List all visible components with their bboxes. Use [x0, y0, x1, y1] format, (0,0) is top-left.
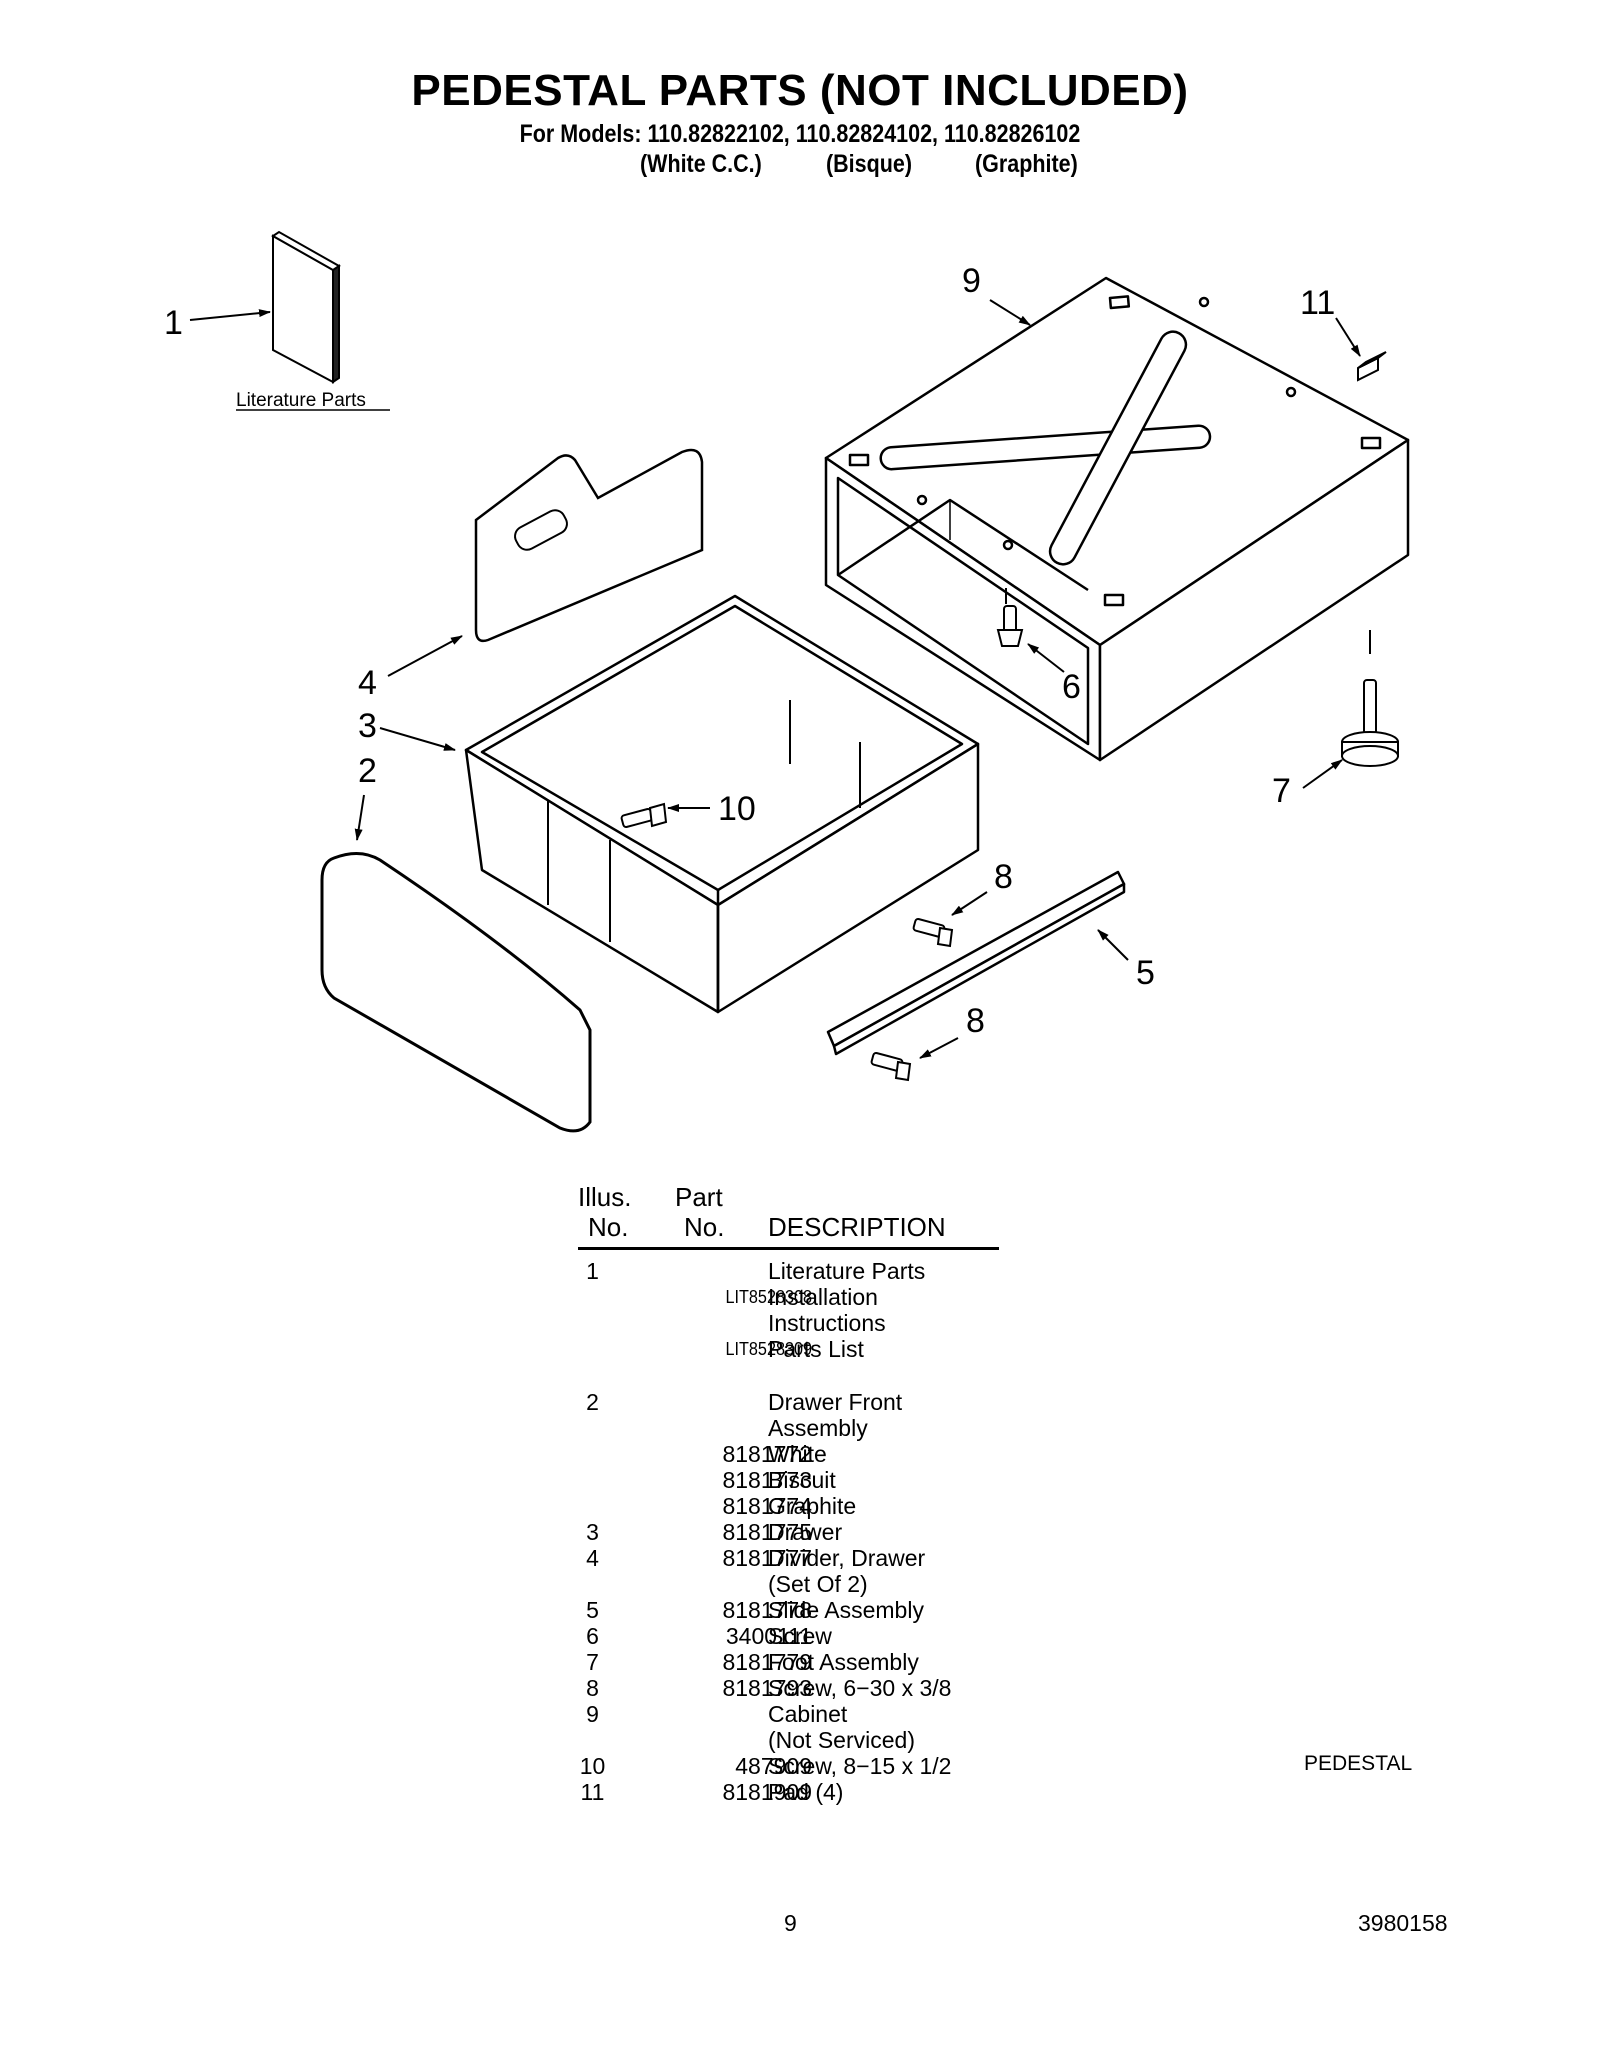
callout-9: 9 [962, 262, 981, 300]
part-description: Instructions [768, 1310, 886, 1336]
part-description: Slide Assembly [768, 1597, 924, 1623]
callout-7: 7 [1272, 772, 1291, 810]
drawer [464, 594, 980, 1014]
callout-8-lower: 8 [966, 1002, 985, 1040]
callout-leaders [189, 299, 1371, 1059]
callout-3: 3 [358, 707, 377, 745]
header-description: DESCRIPTION [768, 1212, 946, 1242]
header-part-1: Part [675, 1182, 723, 1212]
part-number: 8181775 [722, 1519, 812, 1545]
illus-number: 4 [586, 1545, 599, 1571]
part-number: LIT8528309 [725, 1339, 812, 1359]
part-number: 487909 [735, 1753, 812, 1779]
callout-11: 11 [1300, 284, 1335, 322]
illus-number: 6 [586, 1623, 599, 1649]
part-number: 3400111 [725, 1623, 812, 1649]
table-header-rule [578, 1247, 999, 1250]
header-illus-1: Illus. [578, 1182, 632, 1212]
screw-8-upper [912, 917, 954, 948]
part-description: Divider, Drawer [768, 1545, 926, 1571]
part-description: Cabinet [768, 1701, 848, 1727]
callout-4: 4 [358, 664, 377, 702]
exploded-parts-diagram: Literature Parts [164, 230, 1410, 1133]
part-number: 8181909 [722, 1779, 812, 1805]
pad [1357, 351, 1387, 382]
literature-parts-label: Literature Parts [236, 390, 366, 411]
illus-number: 5 [586, 1597, 599, 1623]
illus-number: 7 [586, 1649, 599, 1675]
part-number: 8181779 [722, 1649, 812, 1675]
header-illus-2: No. [588, 1212, 629, 1242]
page-title: PEDESTAL PARTS (NOT INCLUDED) [411, 66, 1189, 115]
callout-10: 10 [718, 790, 756, 828]
model-color-bisque: (Bisque) [826, 150, 912, 178]
screw-8-lower [870, 1051, 912, 1082]
part-description: Screw, 6−30 x 3/8 [768, 1675, 952, 1701]
part-description: (Not Serviced) [768, 1727, 915, 1753]
part-description: Pad (4) [768, 1779, 844, 1805]
part-number: 8181777 [722, 1545, 812, 1571]
part-number: 8181772 [722, 1441, 812, 1467]
illus-number: 11 [580, 1779, 605, 1805]
part-number: LIT8528308 [725, 1287, 812, 1307]
part-number: 8181774 [722, 1493, 812, 1519]
part-description: Drawer [768, 1519, 843, 1545]
model-color-white: (White C.C.) [640, 150, 762, 178]
illus-number: 10 [579, 1753, 606, 1779]
foot-assembly [1341, 679, 1399, 767]
callout-5: 5 [1136, 954, 1155, 992]
part-description: Assembly [768, 1415, 868, 1441]
part-description: Drawer Front [768, 1389, 903, 1415]
part-description: Screw [768, 1623, 832, 1649]
slide-assembly [826, 870, 1126, 1056]
illus-number: 8 [586, 1675, 599, 1701]
drawer-front [320, 852, 592, 1133]
illus-number: 2 [586, 1389, 599, 1415]
illus-number: 9 [586, 1701, 599, 1727]
part-description: Screw, 8−15 x 1/2 [768, 1753, 952, 1779]
screw-10 [620, 802, 668, 829]
illus-number: 1 [586, 1258, 599, 1284]
part-description: Installation [768, 1284, 878, 1310]
document-number: 3980158 [1358, 1910, 1448, 1936]
header-part-2: No. [684, 1212, 725, 1242]
drawer-divider [474, 448, 704, 643]
part-number: 8181773 [722, 1467, 812, 1493]
part-description: Foot Assembly [768, 1649, 919, 1675]
page-number: 9 [784, 1910, 797, 1936]
literature-booklet [271, 230, 341, 384]
callout-1: 1 [164, 304, 183, 342]
callout-6: 6 [1062, 668, 1081, 706]
divider-handle-slot [514, 509, 568, 551]
models-line: For Models: 110.82822102, 110.82824102, … [519, 120, 1081, 148]
part-description: White [768, 1441, 827, 1467]
part-number: 8181778 [722, 1597, 812, 1623]
part-description: Literature Parts [768, 1258, 926, 1284]
part-description: Biscuit [768, 1467, 836, 1493]
callout-2: 2 [358, 752, 377, 790]
illus-number: 3 [586, 1519, 599, 1545]
model-color-graphite: (Graphite) [975, 150, 1078, 178]
part-description: Graphite [768, 1493, 857, 1519]
part-description: (Set Of 2) [768, 1571, 868, 1597]
screw-6 [996, 605, 1024, 647]
callout-8-upper: 8 [994, 858, 1013, 896]
part-number: 8181793 [722, 1675, 812, 1701]
cabinet [824, 276, 1410, 762]
part-description: Parts List [768, 1336, 864, 1362]
section-label: PEDESTAL [1304, 1752, 1413, 1775]
